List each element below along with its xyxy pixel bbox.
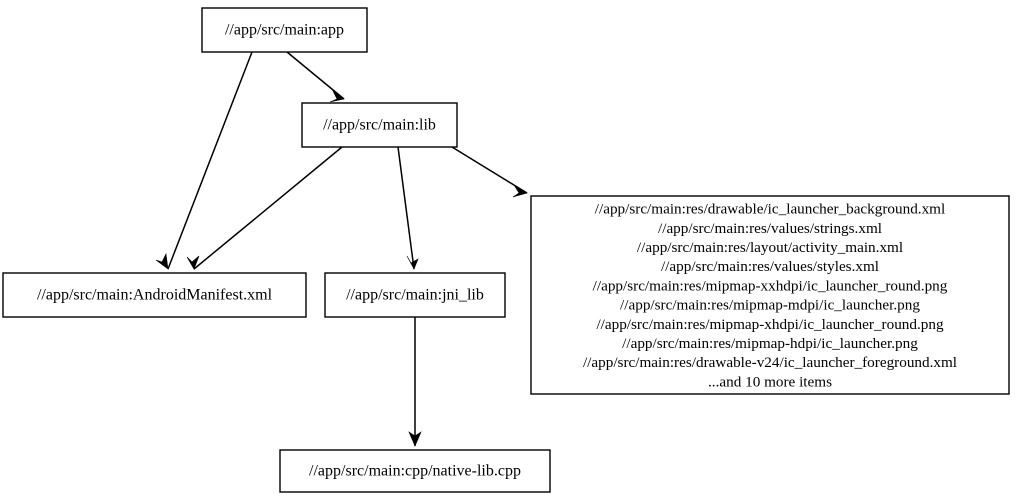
edge-line	[167, 51, 253, 270]
graph-node-manifest[interactable]: //app/src/main:AndroidManifest.xml	[2, 272, 307, 318]
node-label: //app/src/main:cpp/native-lib.cpp	[309, 463, 521, 480]
node-box[interactable]	[324, 272, 506, 318]
node-label-line: //app/src/main:res/drawable-v24/ic_launc…	[583, 354, 957, 371]
arrowhead-icon	[186, 255, 200, 270]
arrowhead-icon	[512, 184, 528, 198]
edge-line	[397, 146, 415, 270]
graph-node-lib[interactable]: //app/src/main:lib	[301, 102, 458, 148]
graph-edge-jni_lib-to-native_lib	[408, 317, 422, 447]
node-label-line: //app/src/main:res/values/styles.xml	[661, 258, 879, 275]
node-label-line: //app/src/main:res/mipmap-xhdpi/ic_launc…	[596, 316, 944, 333]
node-label: //app/src/main:AndroidManifest.xml	[37, 287, 273, 304]
node-label-line: //app/src/main:res/drawable/ic_launcher_…	[595, 201, 945, 218]
node-label: //app/src/main:lib	[323, 117, 436, 134]
graph-node-app[interactable]: //app/src/main:app	[201, 7, 368, 53]
node-box[interactable]	[530, 195, 1010, 395]
graph-node-native_lib[interactable]: //app/src/main:cpp/native-lib.cpp	[279, 449, 551, 493]
node-label: //app/src/main:res/drawable/ic_launcher_…	[583, 201, 957, 391]
arrowhead-icon	[155, 252, 169, 270]
arrowhead-icon	[406, 255, 419, 270]
node-box[interactable]	[2, 272, 307, 318]
node-label-line: //app/src/main:res/mipmap-mdpi/ic_launch…	[620, 297, 920, 314]
node-label: //app/src/main:app	[225, 22, 344, 39]
node-box[interactable]	[279, 449, 551, 493]
node-box[interactable]	[201, 7, 368, 53]
node-label-line: //app/src/main:res/mipmap-xxhdpi/ic_laun…	[593, 277, 948, 294]
node-label-line: //app/src/main:res/layout/activity_main.…	[637, 239, 903, 256]
graph-node-jni_lib[interactable]: //app/src/main:jni_lib	[324, 272, 506, 318]
edge-layer	[155, 51, 528, 447]
arrowhead-icon	[329, 88, 345, 103]
graph-edge-app-to-lib	[286, 51, 345, 103]
node-label-line: ...and 10 more items	[708, 373, 832, 390]
graph-node-resources[interactable]: //app/src/main:res/drawable/ic_launcher_…	[530, 195, 1010, 395]
graph-edge-app-to-manifest	[155, 51, 253, 270]
node-layer: //app/src/main:app //app/src/main:lib //ap…	[2, 7, 1010, 493]
edge-line	[193, 146, 343, 270]
arrowhead-icon	[408, 431, 422, 447]
graph-edge-lib-to-manifest	[186, 146, 343, 270]
node-label: //app/src/main:jni_lib	[346, 287, 484, 304]
node-label-line: //app/src/main:res/mipmap-hdpi/ic_launch…	[622, 335, 918, 352]
graph-edge-lib-to-resources	[451, 146, 528, 198]
node-label-line: //app/src/main:res/values/strings.xml	[658, 220, 882, 237]
graph-edge-lib-to-jni_lib	[397, 146, 419, 270]
node-box[interactable]	[301, 102, 458, 148]
